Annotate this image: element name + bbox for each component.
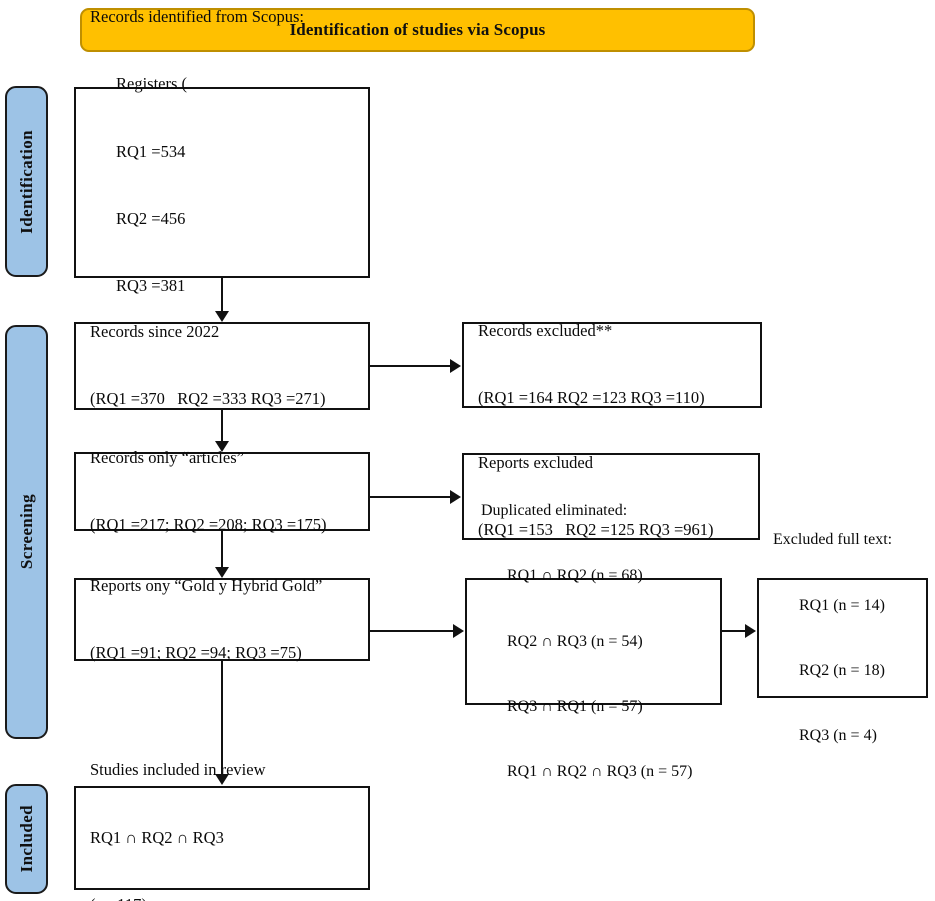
text-line: Excluded full text:	[773, 531, 893, 549]
box-reports-excluded-text: Reports excluded (RQ1 =153 RQ2 =125 RQ3 …	[464, 407, 758, 587]
box-reports-excluded: Reports excluded (RQ1 =153 RQ2 =125 RQ3 …	[462, 453, 760, 540]
text-line: Reports excluded	[478, 452, 594, 472]
text-line: RQ1 ∩ RQ2 ∩ RQ3 (n = 57)	[507, 763, 693, 781]
text-line: Duplicated eliminated:	[481, 502, 628, 520]
text-line: RQ3 (n = 4)	[799, 727, 877, 744]
diagram-title: Identification of studies via Scopus	[289, 20, 546, 39]
connector-since2022-to-articles	[221, 410, 223, 442]
box-studies-included-in-review-text: Studies included in review RQ1 ∩ RQ2 ∩ R…	[76, 715, 368, 901]
text-line: (RQ1 =217; RQ2 =208; RQ3 =175)	[90, 514, 327, 534]
text-line: Studies included in review	[90, 760, 266, 780]
text-line: RQ2 ∩ RQ3 (n = 54)	[507, 632, 643, 650]
text-line: RQ1 ∩ RQ2 (n = 68)	[507, 567, 643, 585]
box-duplicated-eliminated: Duplicated eliminated: RQ1 ∩ RQ2 (n = 68…	[465, 502, 722, 780]
diagram-header-banner: Identification of studies via Scopus	[80, 8, 755, 52]
phase-label-included-text: Included	[16, 805, 36, 873]
text-line: RQ2 =456	[116, 208, 186, 228]
text-line: (RQ1 =370 RQ2 =333 RQ3 =271)	[90, 389, 326, 409]
phase-label-identification: Identification	[5, 86, 48, 277]
connector-articles-to-reports-excluded	[370, 496, 452, 498]
text-line: Records only “articles”	[90, 447, 244, 467]
text-line: RQ2 (n = 18)	[799, 661, 885, 679]
connector-gold-to-included	[221, 661, 223, 775]
box-records-only-articles-text: Records only “articles” (RQ1 =217; RQ2 =…	[76, 402, 368, 582]
text-line: (RQ1 =91; RQ2 =94; RQ3 =75)	[90, 642, 302, 662]
box-records-identified: Records identified from Scopus: Register…	[74, 7, 370, 363]
text-line: RQ1 (n = 14)	[799, 596, 885, 614]
box-studies-included-in-review: Studies included in review RQ1 ∩ RQ2 ∩ R…	[74, 760, 370, 901]
arrowhead-down-icon	[215, 311, 229, 322]
text-line: RQ1 ∩ RQ2 ∩ RQ3	[90, 827, 224, 847]
arrowhead-right-icon	[450, 490, 461, 504]
connector-gold-to-duplicated	[370, 630, 455, 632]
arrowhead-right-icon	[450, 359, 461, 373]
phase-label-identification-text: Identification	[16, 129, 36, 234]
text-line: (n =117)	[90, 894, 354, 901]
box-reports-gold-hybrid-gold-text: Reports ony “Gold y Hybrid Gold” (RQ1 =9…	[76, 530, 368, 710]
box-excluded-full-text: Excluded full text: RQ1 (n = 14) RQ2 (n …	[757, 531, 928, 744]
text-line: (RQ1 =164 RQ2 =123 RQ3 =110)	[478, 388, 705, 408]
text-line: Records identified from Scopus:	[90, 7, 305, 26]
text-line: Reports ony “Gold y Hybrid Gold”	[90, 575, 323, 595]
connector-since2022-to-records-excluded	[370, 365, 452, 367]
box-records-identified-text: Records identified from Scopus: Register…	[76, 0, 368, 410]
text-line: (RQ1 =153 RQ2 =125 RQ3 =961)	[478, 519, 714, 539]
box-excluded-full-text-text: Excluded full text: RQ1 (n = 14) RQ2 (n …	[759, 486, 926, 791]
arrowhead-down-icon	[215, 441, 229, 452]
text-line: RQ3 =381	[116, 276, 186, 296]
arrowhead-right-icon	[453, 624, 464, 638]
connector-articles-to-gold	[221, 531, 223, 568]
text-line: Registers (	[116, 74, 188, 94]
text-line: Records since 2022	[90, 322, 220, 342]
box-records-only-articles: Records only “articles” (RQ1 =217; RQ2 =…	[74, 448, 370, 534]
phase-label-screening-text: Screening	[16, 494, 36, 570]
box-records-since-2022: Records since 2022 (RQ1 =370 RQ2 =333 RQ…	[74, 322, 370, 410]
arrowhead-right-icon	[745, 624, 756, 638]
connector-duplicated-to-excluded-full	[722, 630, 747, 632]
phase-label-screening: Screening	[5, 325, 48, 739]
phase-label-included: Included	[5, 784, 48, 894]
arrowhead-down-icon	[215, 567, 229, 578]
connector-identified-to-since2022	[221, 278, 223, 312]
box-reports-gold-hybrid-gold: Reports ony “Gold y Hybrid Gold” (RQ1 =9…	[74, 576, 370, 662]
box-records-excluded: Records excluded** (RQ1 =164 RQ2 =123 RQ…	[462, 321, 762, 408]
text-line: Records excluded**	[478, 321, 613, 341]
text-line: RQ1 =534	[116, 141, 186, 161]
box-records-since-2022-text: Records since 2022 (RQ1 =370 RQ2 =333 RQ…	[76, 276, 368, 456]
text-line: RQ3 ∩ RQ1 (n = 57)	[507, 697, 643, 715]
box-records-excluded-text: Records excluded** (RQ1 =164 RQ2 =123 RQ…	[464, 275, 760, 455]
arrowhead-down-icon	[215, 774, 229, 785]
box-duplicated-eliminated-text: Duplicated eliminated: RQ1 ∩ RQ2 (n = 68…	[467, 457, 720, 827]
